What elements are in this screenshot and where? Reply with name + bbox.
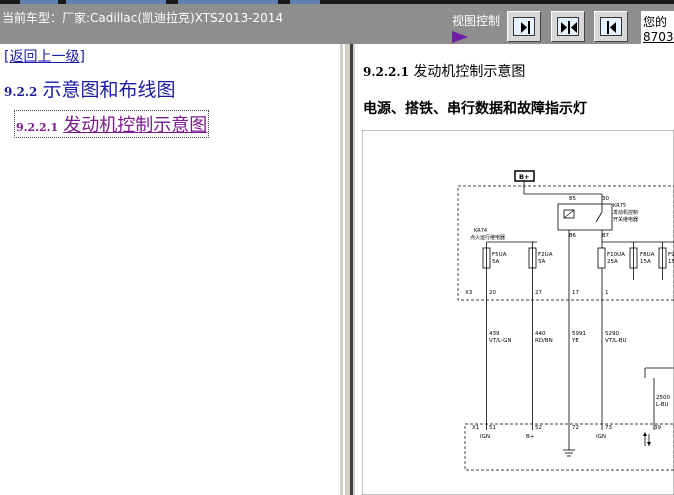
kr75-desc-2: 开关继电器	[613, 216, 638, 223]
x3-pin-4: 1	[605, 290, 609, 296]
expand-right-panel-button[interactable]	[507, 11, 541, 42]
user-id-link[interactable]: 87038	[643, 30, 674, 44]
ecm-label-2: B+	[526, 434, 535, 440]
pin-86: 86	[569, 233, 576, 239]
wire-4-color: VT/L-BU	[605, 338, 627, 344]
arrow-left-bar-icon	[607, 21, 616, 34]
pin-87: 87	[602, 233, 609, 239]
content-subtitle: 电源、搭铁、串行数据和故障指示灯	[363, 101, 587, 117]
kr75-desc-1: 发动机控制	[613, 209, 638, 216]
toc-subsection-title: 发动机控制示意图	[63, 115, 208, 136]
fuse-4-name: F8UA	[640, 252, 655, 258]
x1-pin-3: 72	[572, 425, 579, 431]
toc-subsection-number: 9.2.2.1	[16, 121, 59, 134]
kr74-desc: 点火运行继电器	[470, 234, 505, 241]
wire-3-color: YE	[571, 338, 579, 344]
pin-85: 85	[569, 196, 576, 202]
fuse-3-name: F10UA	[607, 252, 625, 258]
current-vehicle-label: 当前车型：厂家:Cadillac(凯迪拉克)XTS2013-2014	[2, 11, 284, 25]
content-title: 9.2.2.1 发动机控制示意图	[363, 61, 525, 81]
pin-30: 30	[602, 196, 609, 202]
view-control-label: 视图控制	[452, 14, 501, 28]
toc-section-number: 9.2.2	[4, 85, 38, 99]
pane-splitter[interactable]	[340, 44, 355, 495]
wiring-diagram: B+ 85 30 KR75 发动机控制 开关继电器 86 87 KR74 点火运…	[362, 130, 674, 495]
x1-label: X1	[472, 425, 479, 431]
x1-pin-5: 39	[654, 425, 661, 431]
fuse-5-name: F9	[668, 252, 674, 258]
arrow-right-bar-icon	[521, 21, 530, 34]
bplus-label: B+	[519, 173, 529, 181]
x3-pin-2: 27	[535, 290, 542, 296]
ecm-label-1: IGN	[480, 434, 490, 440]
x3-label: X3	[465, 290, 473, 296]
wire-1-color: VT/L-GN	[489, 338, 512, 344]
wire-2-color: RD/BN	[535, 338, 553, 344]
toc-section-title: 示意图和布线图	[42, 79, 176, 101]
x3-pin-1: 20	[489, 290, 496, 296]
x1-pin-2: 52	[535, 425, 542, 431]
fuse-3-amps: 25A	[607, 259, 618, 265]
fuse-5-amps: 15	[668, 259, 674, 265]
x1-pin-4: 73	[605, 425, 612, 431]
split-view-button[interactable]	[551, 11, 585, 42]
kr74-label: KR74	[474, 228, 487, 234]
window-tab-strip	[0, 0, 674, 4]
toc-subsection-link[interactable]: 9.2.2.1 发动机控制示意图	[14, 110, 210, 138]
content-panel: 9.2.2.1 发动机控制示意图 电源、搭铁、串行数据和故障指示灯 B+ 85 …	[355, 44, 674, 495]
x1-pin-1: 51	[489, 425, 496, 431]
view-control-arrow-icon	[452, 31, 468, 43]
ecm-label-3: IGN	[596, 434, 606, 440]
content-title-text: 发动机控制示意图	[413, 64, 526, 80]
wire-2-circuit: 440	[535, 331, 546, 337]
wire-1-circuit: 439	[489, 331, 500, 337]
fuse-2-name: F2UA	[538, 252, 553, 258]
wire-3-circuit: 5991	[572, 331, 586, 337]
fuse-1-name: F5UA	[492, 252, 507, 258]
x3-pin-3: 17	[572, 290, 579, 296]
user-greeting: 您的	[643, 15, 668, 29]
toc-section[interactable]: 9.2.2 示意图和布线图	[4, 75, 176, 102]
expand-left-panel-button[interactable]	[594, 11, 628, 42]
fuse-1-amps: 5A	[492, 259, 499, 265]
fuse-4-amps: 15A	[640, 259, 651, 265]
wire-right-color: L-BU	[656, 402, 669, 408]
content-title-number: 9.2.2.1	[363, 65, 409, 79]
wire-right-circuit: 2500	[656, 395, 670, 401]
top-toolbar: 当前车型：厂家:Cadillac(凯迪拉克)XTS2013-2014 视图控制 …	[0, 0, 674, 44]
back-link[interactable]: [返回上一级]	[4, 49, 85, 65]
user-info-box: 您的 87038	[641, 11, 674, 44]
fuse-2-amps: 5A	[538, 259, 545, 265]
split-arrows-icon	[561, 21, 577, 34]
kr75-label: KR75	[613, 203, 626, 209]
toc-panel: [返回上一级] 9.2.2 示意图和布线图 9.2.2.1 发动机控制示意图	[0, 44, 340, 495]
wire-4-circuit: 5290	[605, 331, 619, 337]
